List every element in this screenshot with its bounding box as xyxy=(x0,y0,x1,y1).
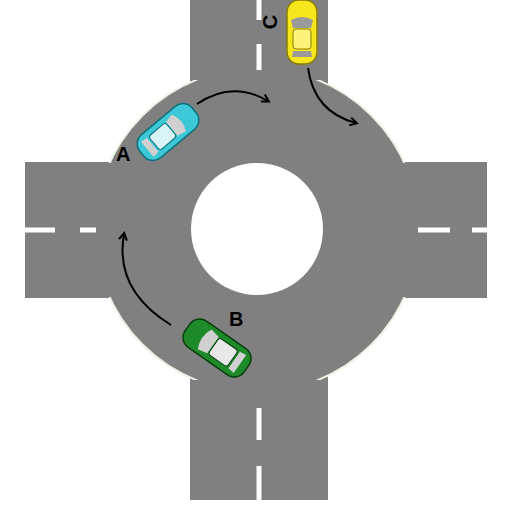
horizontal-road xyxy=(25,162,487,298)
lane-markings xyxy=(25,0,487,500)
vertical-road xyxy=(190,0,328,500)
roundabout-ring xyxy=(95,68,419,392)
path-arrows xyxy=(123,68,356,325)
car-label: A xyxy=(116,144,130,164)
car-b xyxy=(178,314,255,382)
car-label: B xyxy=(229,309,243,329)
car-c xyxy=(287,0,317,64)
car-label: C xyxy=(260,15,280,29)
car-a xyxy=(132,99,203,166)
central-island xyxy=(191,163,323,295)
